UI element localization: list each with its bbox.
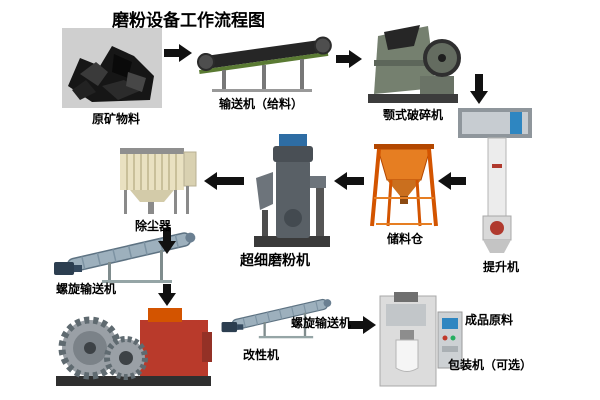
grinding-mill-icon (254, 134, 330, 247)
grinding-mill-illustration (246, 126, 338, 250)
arrow-raw-to-conveyor (164, 44, 192, 62)
dust-collector-illustration (114, 140, 202, 216)
screw-conveyor-icon (221, 298, 332, 339)
packing-machine-illustration (374, 290, 466, 392)
modifier-machine-icon (56, 308, 212, 386)
label-dust-collector: 除尘器 (135, 219, 172, 233)
modifier-machine-illustration (52, 298, 217, 390)
storage-silo-illustration (366, 138, 442, 230)
arrow-screw-to-modifier (158, 284, 176, 306)
raw-ore-photo (62, 28, 162, 108)
storage-silo-icon (370, 144, 438, 227)
arrow-screw-to-packer (348, 316, 376, 334)
packing-machine-icon (379, 292, 463, 387)
dust-collector-icon (120, 148, 197, 214)
label-grinding-mill: 超细磨粉机 (240, 253, 310, 269)
belt-conveyor-illustration (192, 28, 334, 94)
jaw-crusher-icon (368, 25, 461, 103)
coal-rocks-icon (62, 28, 162, 108)
arrow-crusher-to-elevator (470, 74, 488, 104)
arrow-elevator-to-silo (438, 172, 466, 190)
label-elevator: 提升机 (483, 260, 520, 274)
label-storage-silo: 储料仓 (387, 232, 424, 246)
screw-conveyor-left-illustration (52, 222, 204, 284)
label-screw-conveyor-left: 螺旋输送机 (56, 282, 117, 296)
label-packing-machine: 包装机（可选） (448, 358, 533, 372)
label-screw-conveyor-bottom: 螺旋输送机 (291, 316, 352, 330)
label-raw-material: 原矿物料 (92, 112, 141, 126)
jaw-crusher-illustration (362, 20, 464, 106)
page-title: 磨粉设备工作流程图 (112, 11, 265, 31)
arrow-conveyor-to-crusher (336, 50, 362, 68)
belt-conveyor-icon (196, 36, 332, 92)
screw-conveyor-bottom-illustration (220, 286, 338, 344)
bucket-elevator-icon (458, 108, 532, 253)
screw-conveyor-icon (54, 232, 196, 283)
label-modifier-machine: 改性机 (243, 348, 280, 362)
label-finished-product: 成品原料 (465, 313, 514, 327)
label-conveyor-feeder: 输送机（给料） (219, 97, 304, 111)
bucket-elevator-illustration (452, 104, 540, 256)
arrow-mill-to-dust-collector (204, 172, 244, 190)
arrow-silo-to-mill (334, 172, 364, 190)
arrow-dust-collector-to-screw (158, 228, 176, 254)
label-jaw-crusher: 颚式破碎机 (383, 108, 444, 122)
